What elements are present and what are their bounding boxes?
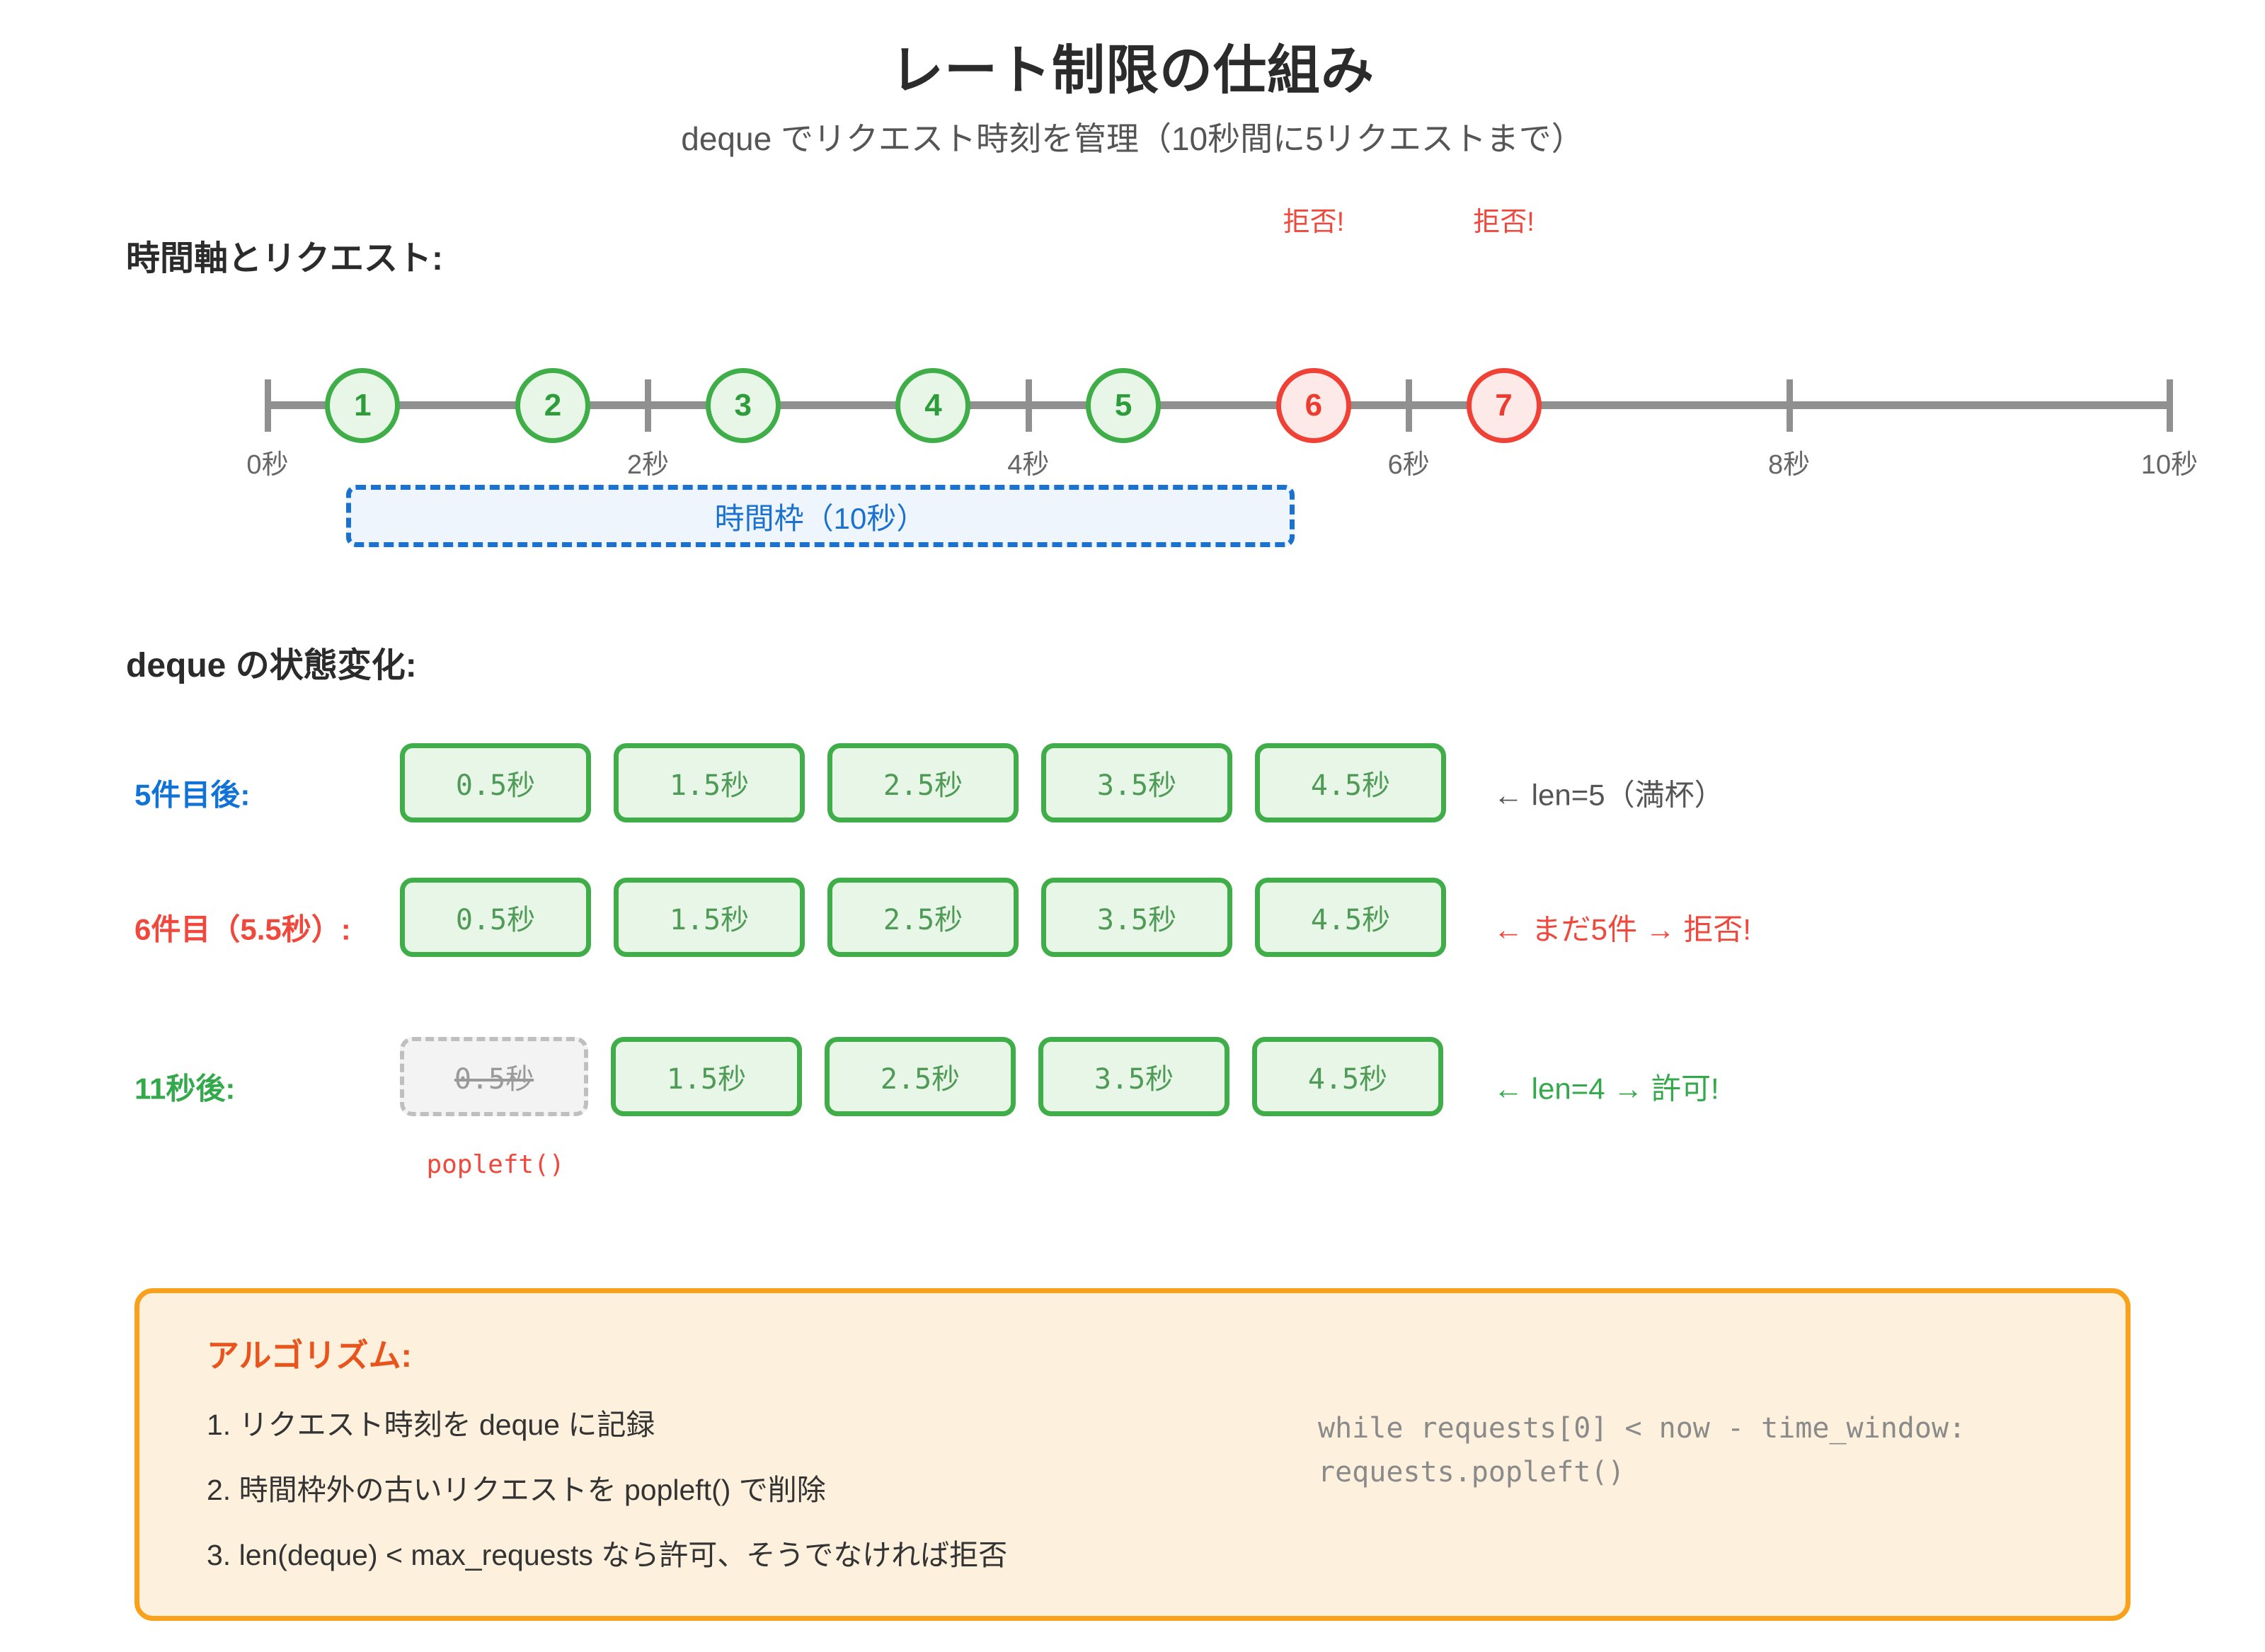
timeline-request-marker[interactable]: 4	[895, 368, 971, 443]
timeline-tick	[1406, 379, 1413, 432]
page-title: レート制限の仕組み	[890, 40, 1375, 100]
deque-row-note: ← len=5（満杯）	[1493, 778, 1724, 812]
timeline-tick	[1025, 379, 1032, 432]
deque-cell: 3.5秒	[1041, 878, 1232, 957]
deque-cell: 2.5秒	[827, 743, 1019, 822]
popleft-annotation: popleft()	[426, 1150, 565, 1179]
deque-cell: 3.5秒	[1041, 743, 1232, 822]
timeline-tick-label: 10秒	[2140, 450, 2198, 480]
deque-cells: 0.5秒 1.5秒 2.5秒 3.5秒 4.5秒	[400, 743, 1446, 822]
algorithm-step: 1. リクエスト時刻を deque に記録	[207, 1409, 655, 1441]
deque-row-label: 6件目（5.5秒）:	[134, 912, 351, 946]
deque-cell: 2.5秒	[825, 1037, 1016, 1116]
request-timeline: 0秒 2秒 4秒 6秒 8秒 10秒 1 2 3 4 5 6 拒否! 7 拒否!	[0, 0, 2265, 510]
deque-row: 11秒後: 0.5秒 1.5秒 2.5秒 3.5秒 4.5秒 ← len=4 → 許可!	[0, 1037, 2265, 1136]
time-window-box: 時間枠（10秒）	[346, 485, 1295, 547]
timeline-tick	[645, 379, 652, 432]
algorithm-title: アルゴリズム:	[207, 1337, 412, 1374]
algorithm-panel: アルゴリズム: 1. リクエスト時刻を deque に記録 2. 時間枠外の古いリ…	[134, 1288, 2131, 1621]
timeline-request-marker[interactable]: 6	[1275, 368, 1351, 443]
deque-cell: 4.5秒	[1255, 878, 1446, 957]
deque-cells: 0.5秒 1.5秒 2.5秒 3.5秒 4.5秒	[400, 878, 1446, 957]
page-subtitle: deque でリクエスト時刻を管理（10秒間に5リクエストまで）	[681, 120, 1584, 157]
deque-cell-popped: 0.5秒	[400, 1037, 588, 1116]
deque-row-label: 5件目後:	[134, 778, 251, 812]
timeline-tick	[1786, 379, 1793, 432]
timeline-tick	[2167, 379, 2173, 432]
deque-cell: 0.5秒	[400, 743, 591, 822]
timeline-request-marker[interactable]: 7	[1466, 368, 1542, 443]
timeline-request-marker[interactable]: 5	[1086, 368, 1162, 443]
timeline-tick	[265, 379, 271, 432]
deque-cell: 2.5秒	[827, 878, 1019, 957]
deque-cell: 1.5秒	[611, 1037, 802, 1116]
deque-cell: 1.5秒	[614, 878, 805, 957]
algorithm-step: 2. 時間枠外の古いリクエストを popleft() で削除	[207, 1474, 826, 1506]
deque-row-note: ← len=4 → 許可!	[1493, 1072, 1719, 1106]
algorithm-code-line: while requests[0] < now - time_window:	[1318, 1412, 1966, 1445]
timeline-request-marker[interactable]: 2	[515, 368, 591, 443]
deque-row-label: 11秒後:	[134, 1072, 236, 1106]
deque-row: 6件目（5.5秒）: 0.5秒 1.5秒 2.5秒 3.5秒 4.5秒 ← まだ5件 →…	[0, 878, 2265, 977]
time-window-label: 時間枠（10秒）	[714, 501, 927, 535]
timeline-tick-label: 0秒	[246, 450, 289, 480]
deque-cell: 4.5秒	[1252, 1037, 1443, 1116]
timeline-tick-label: 6秒	[1387, 450, 1430, 480]
algorithm-step-list: 1. リクエスト時刻を deque に記録 2. 時間枠外の古いリクエストを po…	[207, 1401, 1007, 1596]
algorithm-step: 3. len(deque) < max_requests なら許可、そうでなけれ…	[207, 1539, 1008, 1571]
timeline-tick-label: 4秒	[1007, 450, 1050, 480]
timeline-section-heading: 時間軸とリクエスト:	[126, 240, 443, 277]
deque-cell: 0.5秒	[400, 878, 591, 957]
reject-label: 拒否!	[1283, 207, 1345, 237]
timeline-axis-line	[268, 401, 2169, 409]
deque-section-heading: deque の状態変化:	[126, 647, 417, 684]
timeline-request-marker[interactable]: 3	[705, 368, 781, 443]
deque-cell: 1.5秒	[614, 743, 805, 822]
deque-cells: 0.5秒 1.5秒 2.5秒 3.5秒 4.5秒	[400, 1037, 1443, 1116]
timeline-tick-label: 2秒	[626, 450, 669, 480]
timeline-request-marker[interactable]: 1	[325, 368, 401, 443]
deque-row: 5件目後: 0.5秒 1.5秒 2.5秒 3.5秒 4.5秒 ← len=5（満杯）	[0, 743, 2265, 842]
timeline-tick-label: 8秒	[1768, 450, 1811, 480]
reject-label: 拒否!	[1473, 207, 1535, 237]
deque-cell: 4.5秒	[1255, 743, 1446, 822]
deque-cell: 3.5秒	[1038, 1037, 1229, 1116]
algorithm-code-line: requests.popleft()	[1318, 1456, 1625, 1488]
algorithm-code-snippet: while requests[0] < now - time_window:re…	[1318, 1406, 1966, 1494]
deque-row-note: ← まだ5件 → 拒否!	[1493, 912, 1752, 946]
